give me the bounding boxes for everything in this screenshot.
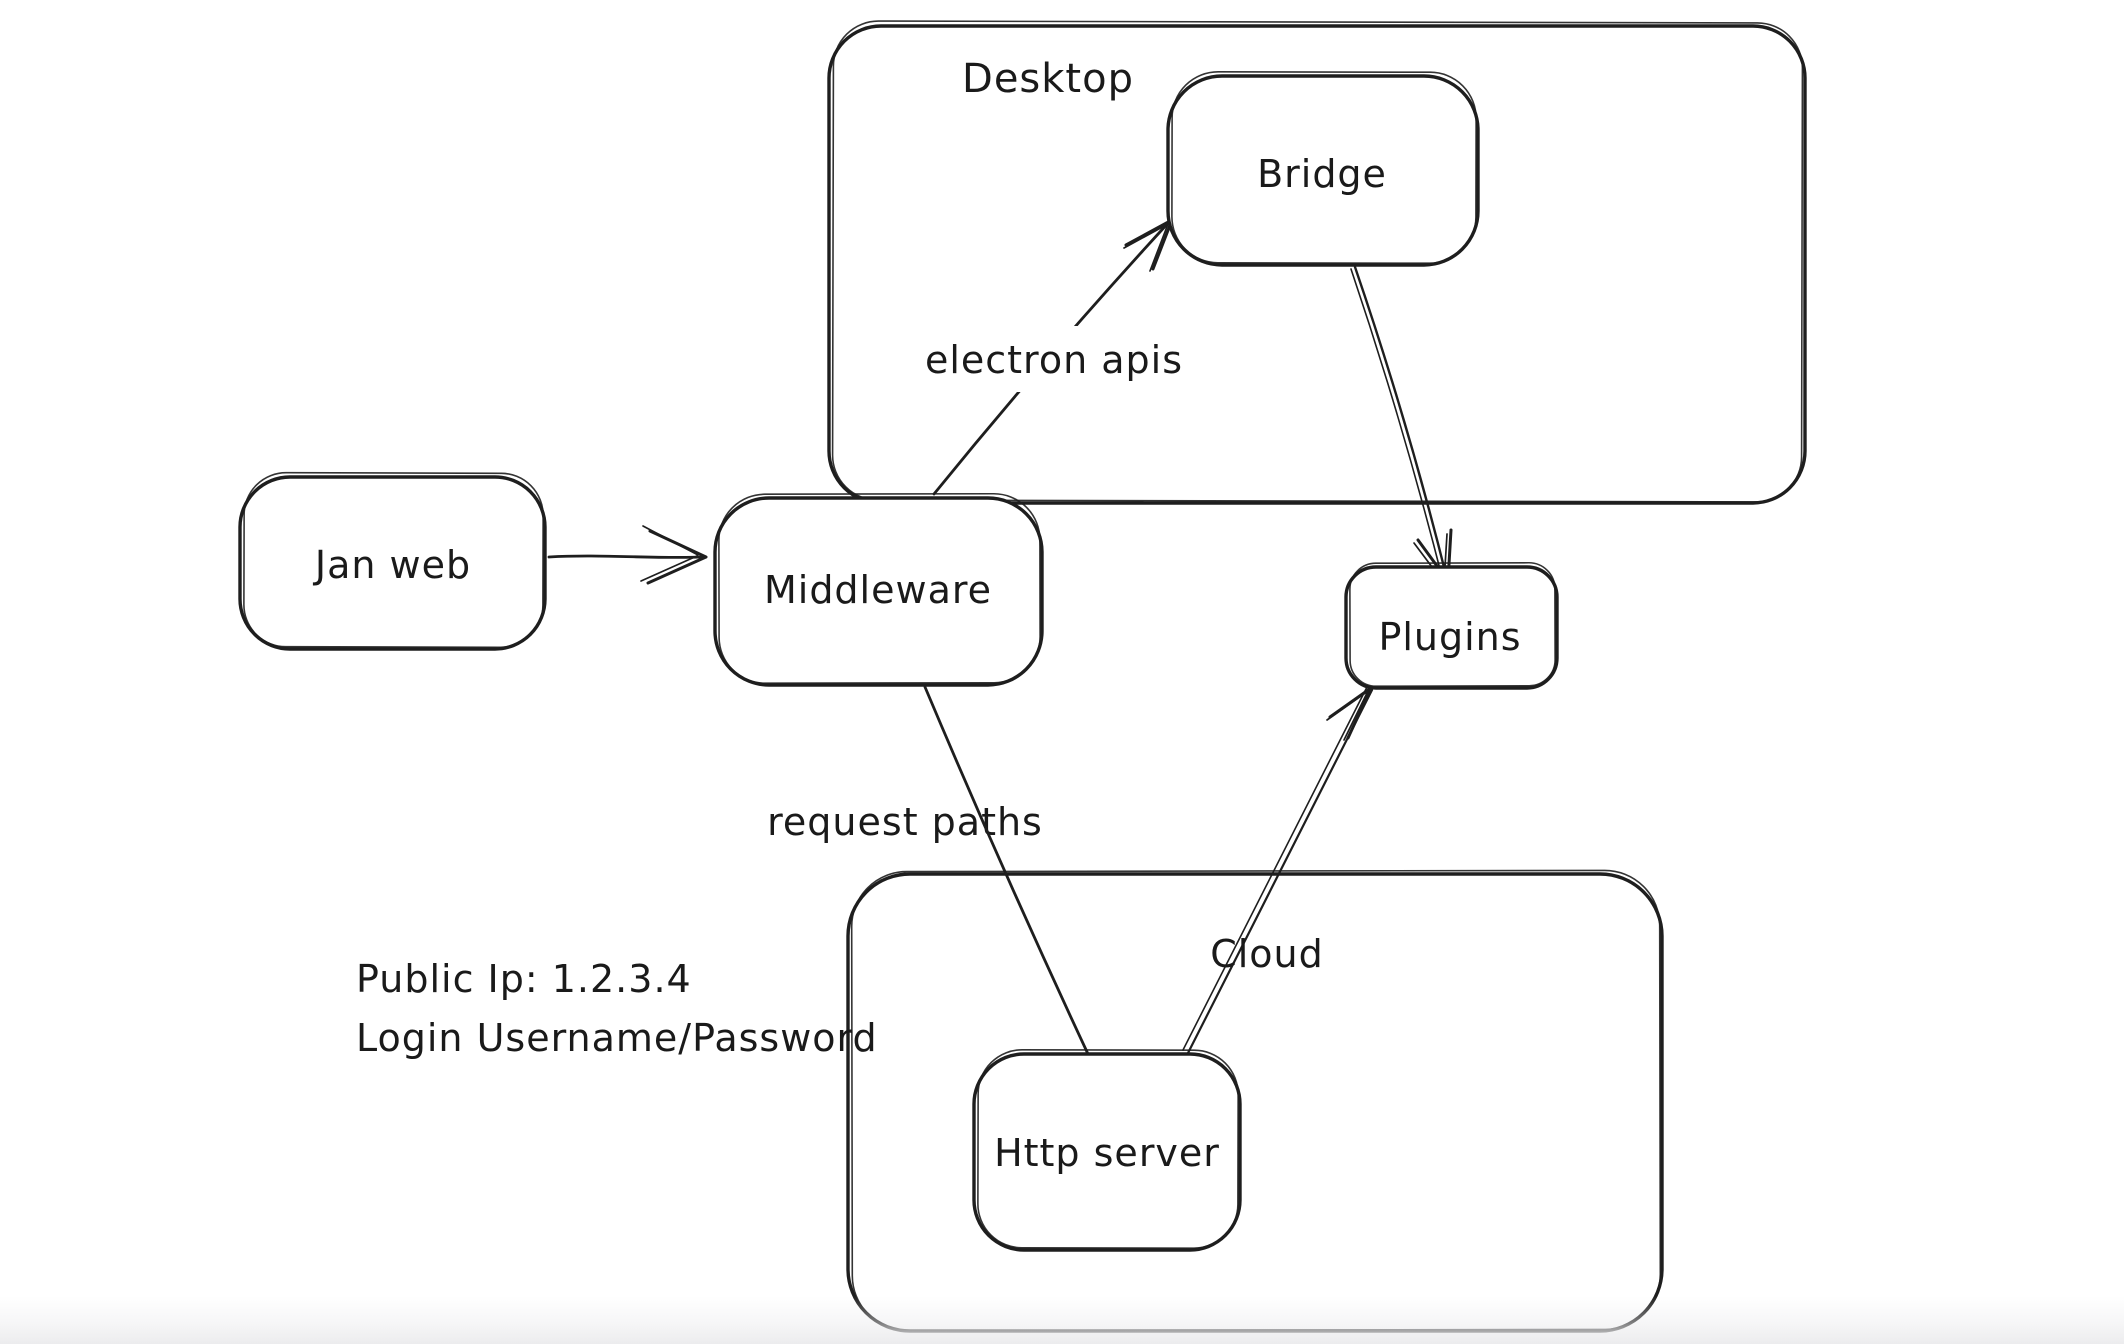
node-bridge[interactable]: Bridge — [1166, 70, 1480, 267]
edge-middleware-to-http-server[interactable] — [923, 685, 1090, 1056]
container-desktop-label: Desktop — [962, 56, 1134, 102]
edge-shaft — [1186, 688, 1374, 1055]
edge-shaft — [547, 554, 706, 559]
node-http-server-label: Http server — [994, 1131, 1220, 1175]
middleware-box — [713, 496, 1044, 687]
annotation-line2: Login Username/Password — [356, 1016, 878, 1060]
arrowhead-echo — [640, 525, 699, 582]
arrowhead-echo — [1123, 223, 1169, 272]
arrowhead-echo — [1326, 690, 1369, 741]
http-server-box — [972, 1052, 1242, 1252]
edge-shaft — [923, 685, 1090, 1056]
jan-web-box-echo — [243, 471, 544, 649]
container-desktop[interactable]: Desktop — [827, 20, 1807, 505]
edge-http-server-to-plugins[interactable] — [1182, 686, 1374, 1055]
container-cloud-label-group[interactable]: Cloud — [1210, 932, 1324, 976]
edge-shaft-echo — [1182, 686, 1368, 1051]
edge-shaft — [1353, 265, 1449, 581]
annotation-public-ip[interactable]: Public Ip: 1.2.3.4 Login Username/Passwo… — [356, 957, 878, 1060]
desktop-box-outline — [827, 24, 1807, 505]
node-plugins[interactable]: Plugins — [1344, 561, 1559, 690]
jan-web-box — [238, 475, 547, 651]
edge-label-request-paths-group[interactable]: request paths — [767, 800, 1043, 844]
container-cloud-label: Cloud — [1210, 932, 1324, 976]
edge-label-background — [918, 326, 1192, 392]
node-http-server[interactable]: Http server — [972, 1048, 1242, 1252]
edge-middleware-to-bridge[interactable]: electron apis — [918, 218, 1192, 496]
desktop-box-outline-echo — [831, 20, 1804, 503]
plugins-box — [1344, 565, 1559, 690]
middleware-box-echo — [718, 492, 1041, 685]
bridge-box — [1166, 74, 1480, 267]
node-plugins-label: Plugins — [1378, 615, 1521, 659]
plugins-box-echo — [1349, 561, 1556, 688]
annotation-line1: Public Ip: 1.2.3.4 — [356, 957, 692, 1001]
bridge-box-echo — [1171, 70, 1477, 265]
arrowhead — [1124, 218, 1174, 271]
http-server-box-echo — [977, 1048, 1239, 1250]
edge-label-request-paths: request paths — [767, 800, 1043, 844]
edge-bridge-to-plugins[interactable] — [1350, 265, 1453, 584]
node-jan-web-label: Jan web — [313, 543, 471, 587]
edge-shaft-echo — [1350, 268, 1444, 582]
edge-jan-web-to-middleware[interactable] — [547, 525, 708, 585]
node-bridge-label: Bridge — [1257, 152, 1387, 196]
node-middleware[interactable]: Middleware — [713, 492, 1044, 687]
node-jan-web[interactable]: Jan web — [238, 471, 547, 651]
edge-label-electron-apis: electron apis — [925, 338, 1183, 382]
node-middleware-label: Middleware — [764, 568, 992, 612]
